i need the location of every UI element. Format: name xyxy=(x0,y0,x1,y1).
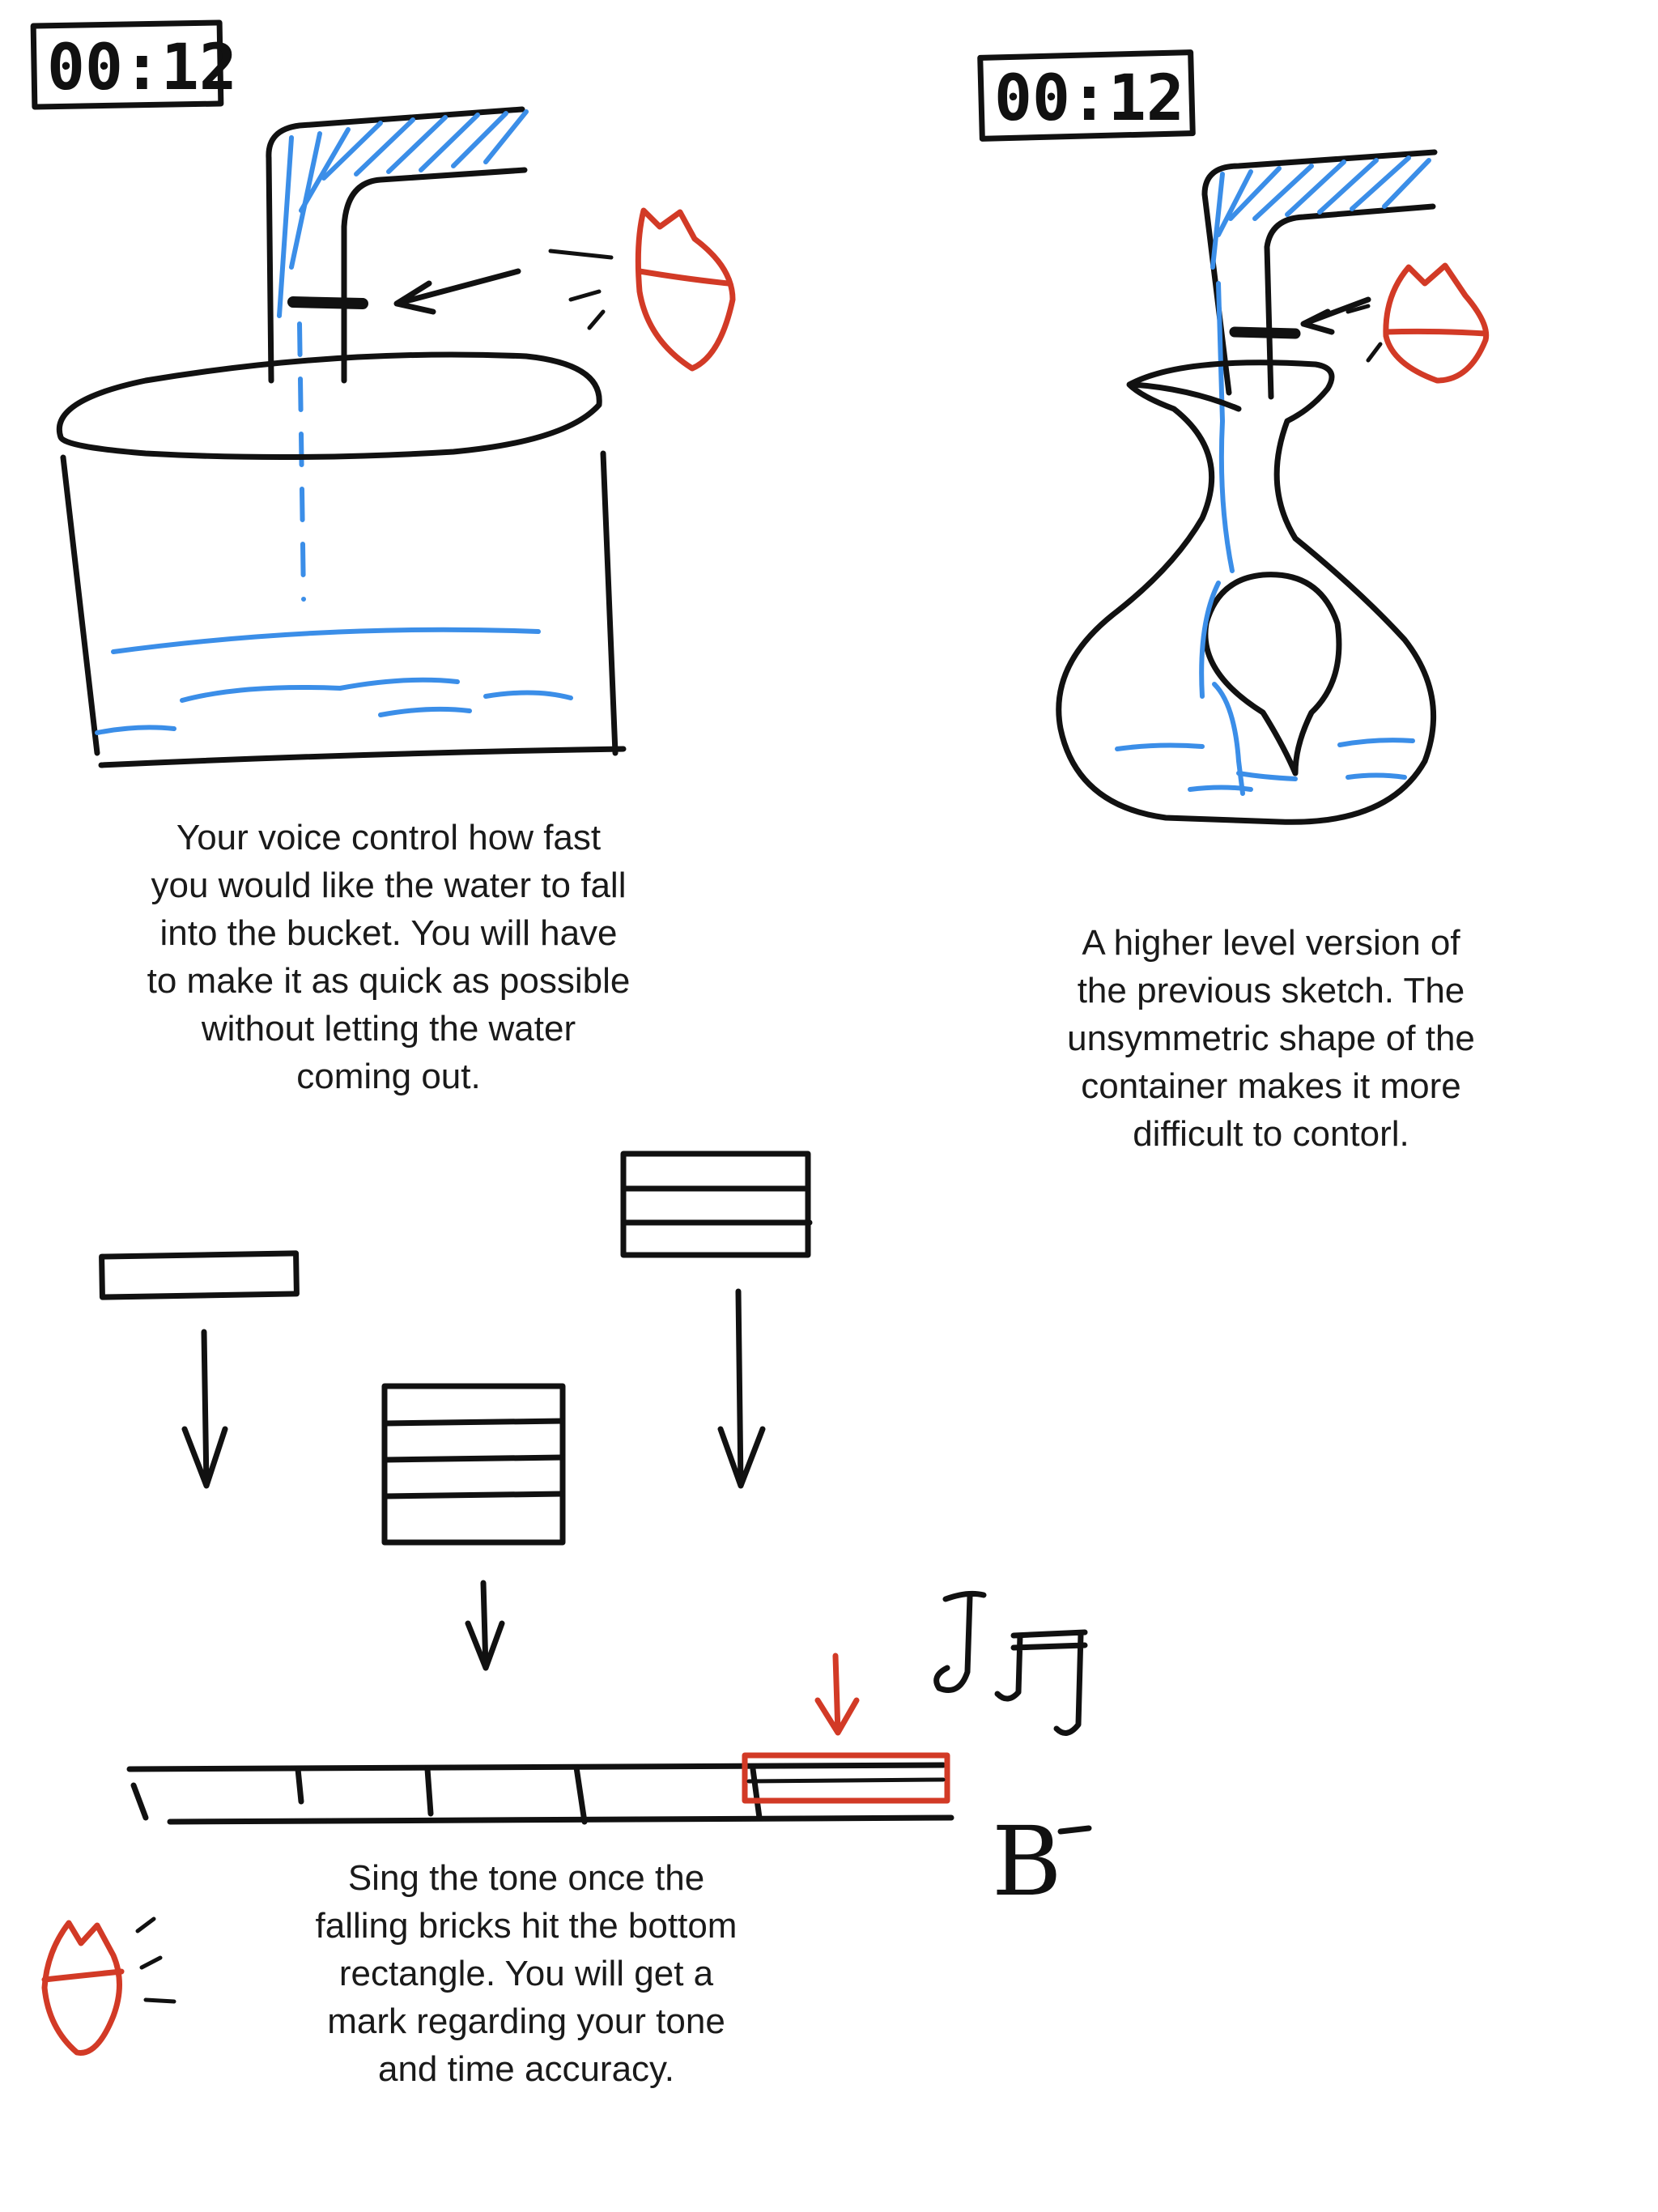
brick-single xyxy=(99,1250,300,1300)
falling-arrow-2 xyxy=(717,1288,766,1489)
faucet-right xyxy=(1201,149,1438,400)
timer-right-text: 00:12 xyxy=(994,62,1184,135)
brick-stack-middle xyxy=(381,1383,566,1546)
bucket xyxy=(56,351,627,768)
falling-arrow-1 xyxy=(181,1329,228,1489)
caption-bucket: Your voice control how fast you would li… xyxy=(147,818,631,1096)
water-stream-right xyxy=(1216,281,1235,573)
timer-right: 00:12 xyxy=(977,49,1196,142)
voice-arrow-left xyxy=(393,268,521,315)
timeline-track xyxy=(126,1762,954,1825)
mouth-icon-left xyxy=(548,207,736,372)
vase xyxy=(1056,359,1437,825)
valve-bar-left xyxy=(287,296,368,309)
caption-bricks: Sing the tone once the falling bricks hi… xyxy=(315,1858,738,2089)
note-label-text: B xyxy=(992,1806,1062,1917)
brick-stack-top xyxy=(620,1151,813,1258)
valve-bar-right xyxy=(1229,326,1301,339)
vase-water xyxy=(1115,581,1415,796)
hit-zone xyxy=(742,1752,950,1804)
mouth-icon-bottom xyxy=(41,1916,176,2056)
faucet-left xyxy=(266,106,529,384)
water-stream-left xyxy=(297,321,306,602)
hit-zone-arrow xyxy=(814,1653,860,1736)
timer-left-text: 00:12 xyxy=(47,32,237,104)
mouth-icon-right xyxy=(1346,262,1490,384)
timer-left: 00:12 xyxy=(30,19,237,110)
falling-arrow-3 xyxy=(465,1580,505,1671)
bucket-water xyxy=(95,627,573,735)
note-label: B xyxy=(992,1806,1092,1917)
voice-arrow-right xyxy=(1300,296,1371,335)
caption-vase: A higher level version of the previous s… xyxy=(1067,923,1475,1154)
music-notes-icon xyxy=(933,1590,1088,1736)
